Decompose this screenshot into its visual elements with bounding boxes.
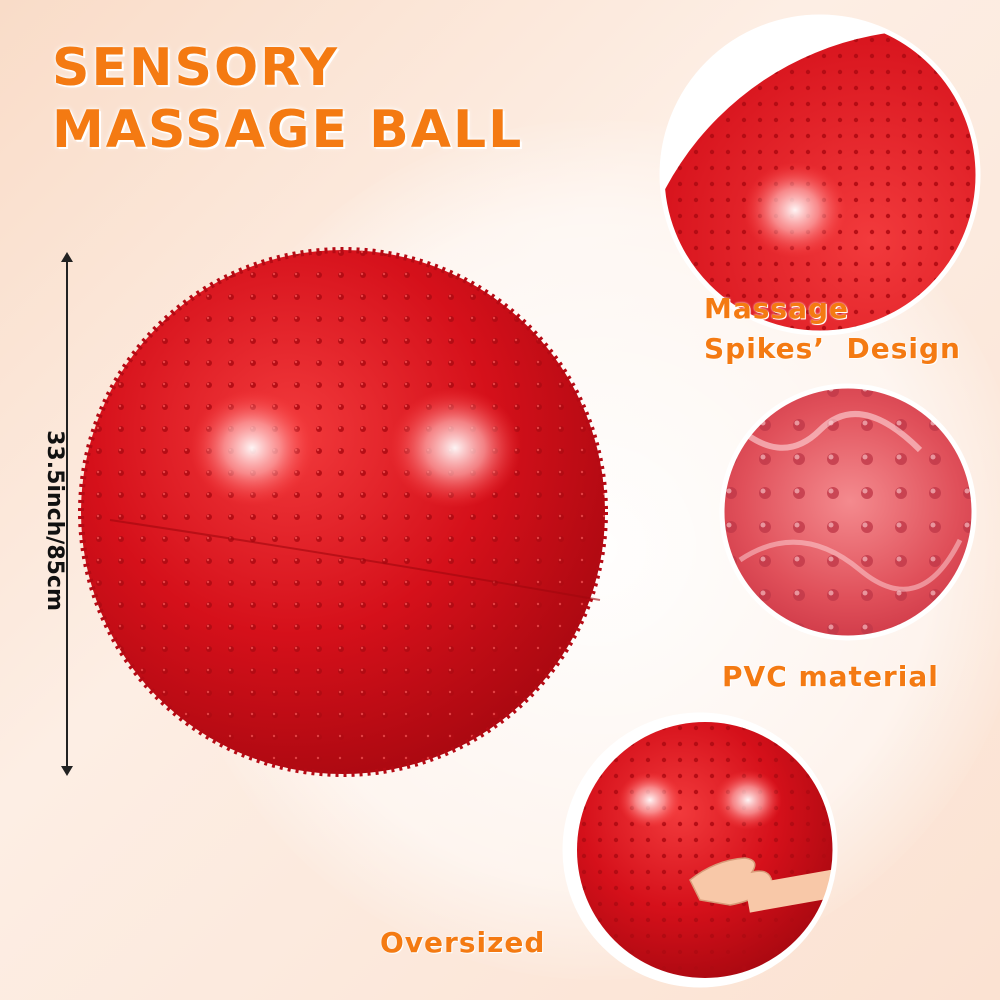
material-label: PVC material bbox=[722, 660, 939, 693]
dimension-label: 33.5inch/85cm bbox=[14, 420, 94, 620]
spikes-label-line-1: Massage bbox=[704, 292, 850, 325]
dimension-text: 33.5inch/85cm bbox=[41, 429, 67, 611]
title-line-1: SENSORY bbox=[52, 38, 339, 98]
oversized-closeup bbox=[565, 715, 835, 985]
dimension-line bbox=[66, 256, 68, 772]
title-line-2: MASSAGE BALL bbox=[52, 100, 524, 160]
oversized-label: Oversized bbox=[380, 926, 546, 959]
dimension-arrow-down-icon bbox=[61, 766, 73, 776]
pvc-closeup bbox=[722, 386, 974, 638]
main-ball bbox=[78, 247, 608, 777]
spikes-label-line-2: Spikes’ Design bbox=[704, 332, 961, 365]
